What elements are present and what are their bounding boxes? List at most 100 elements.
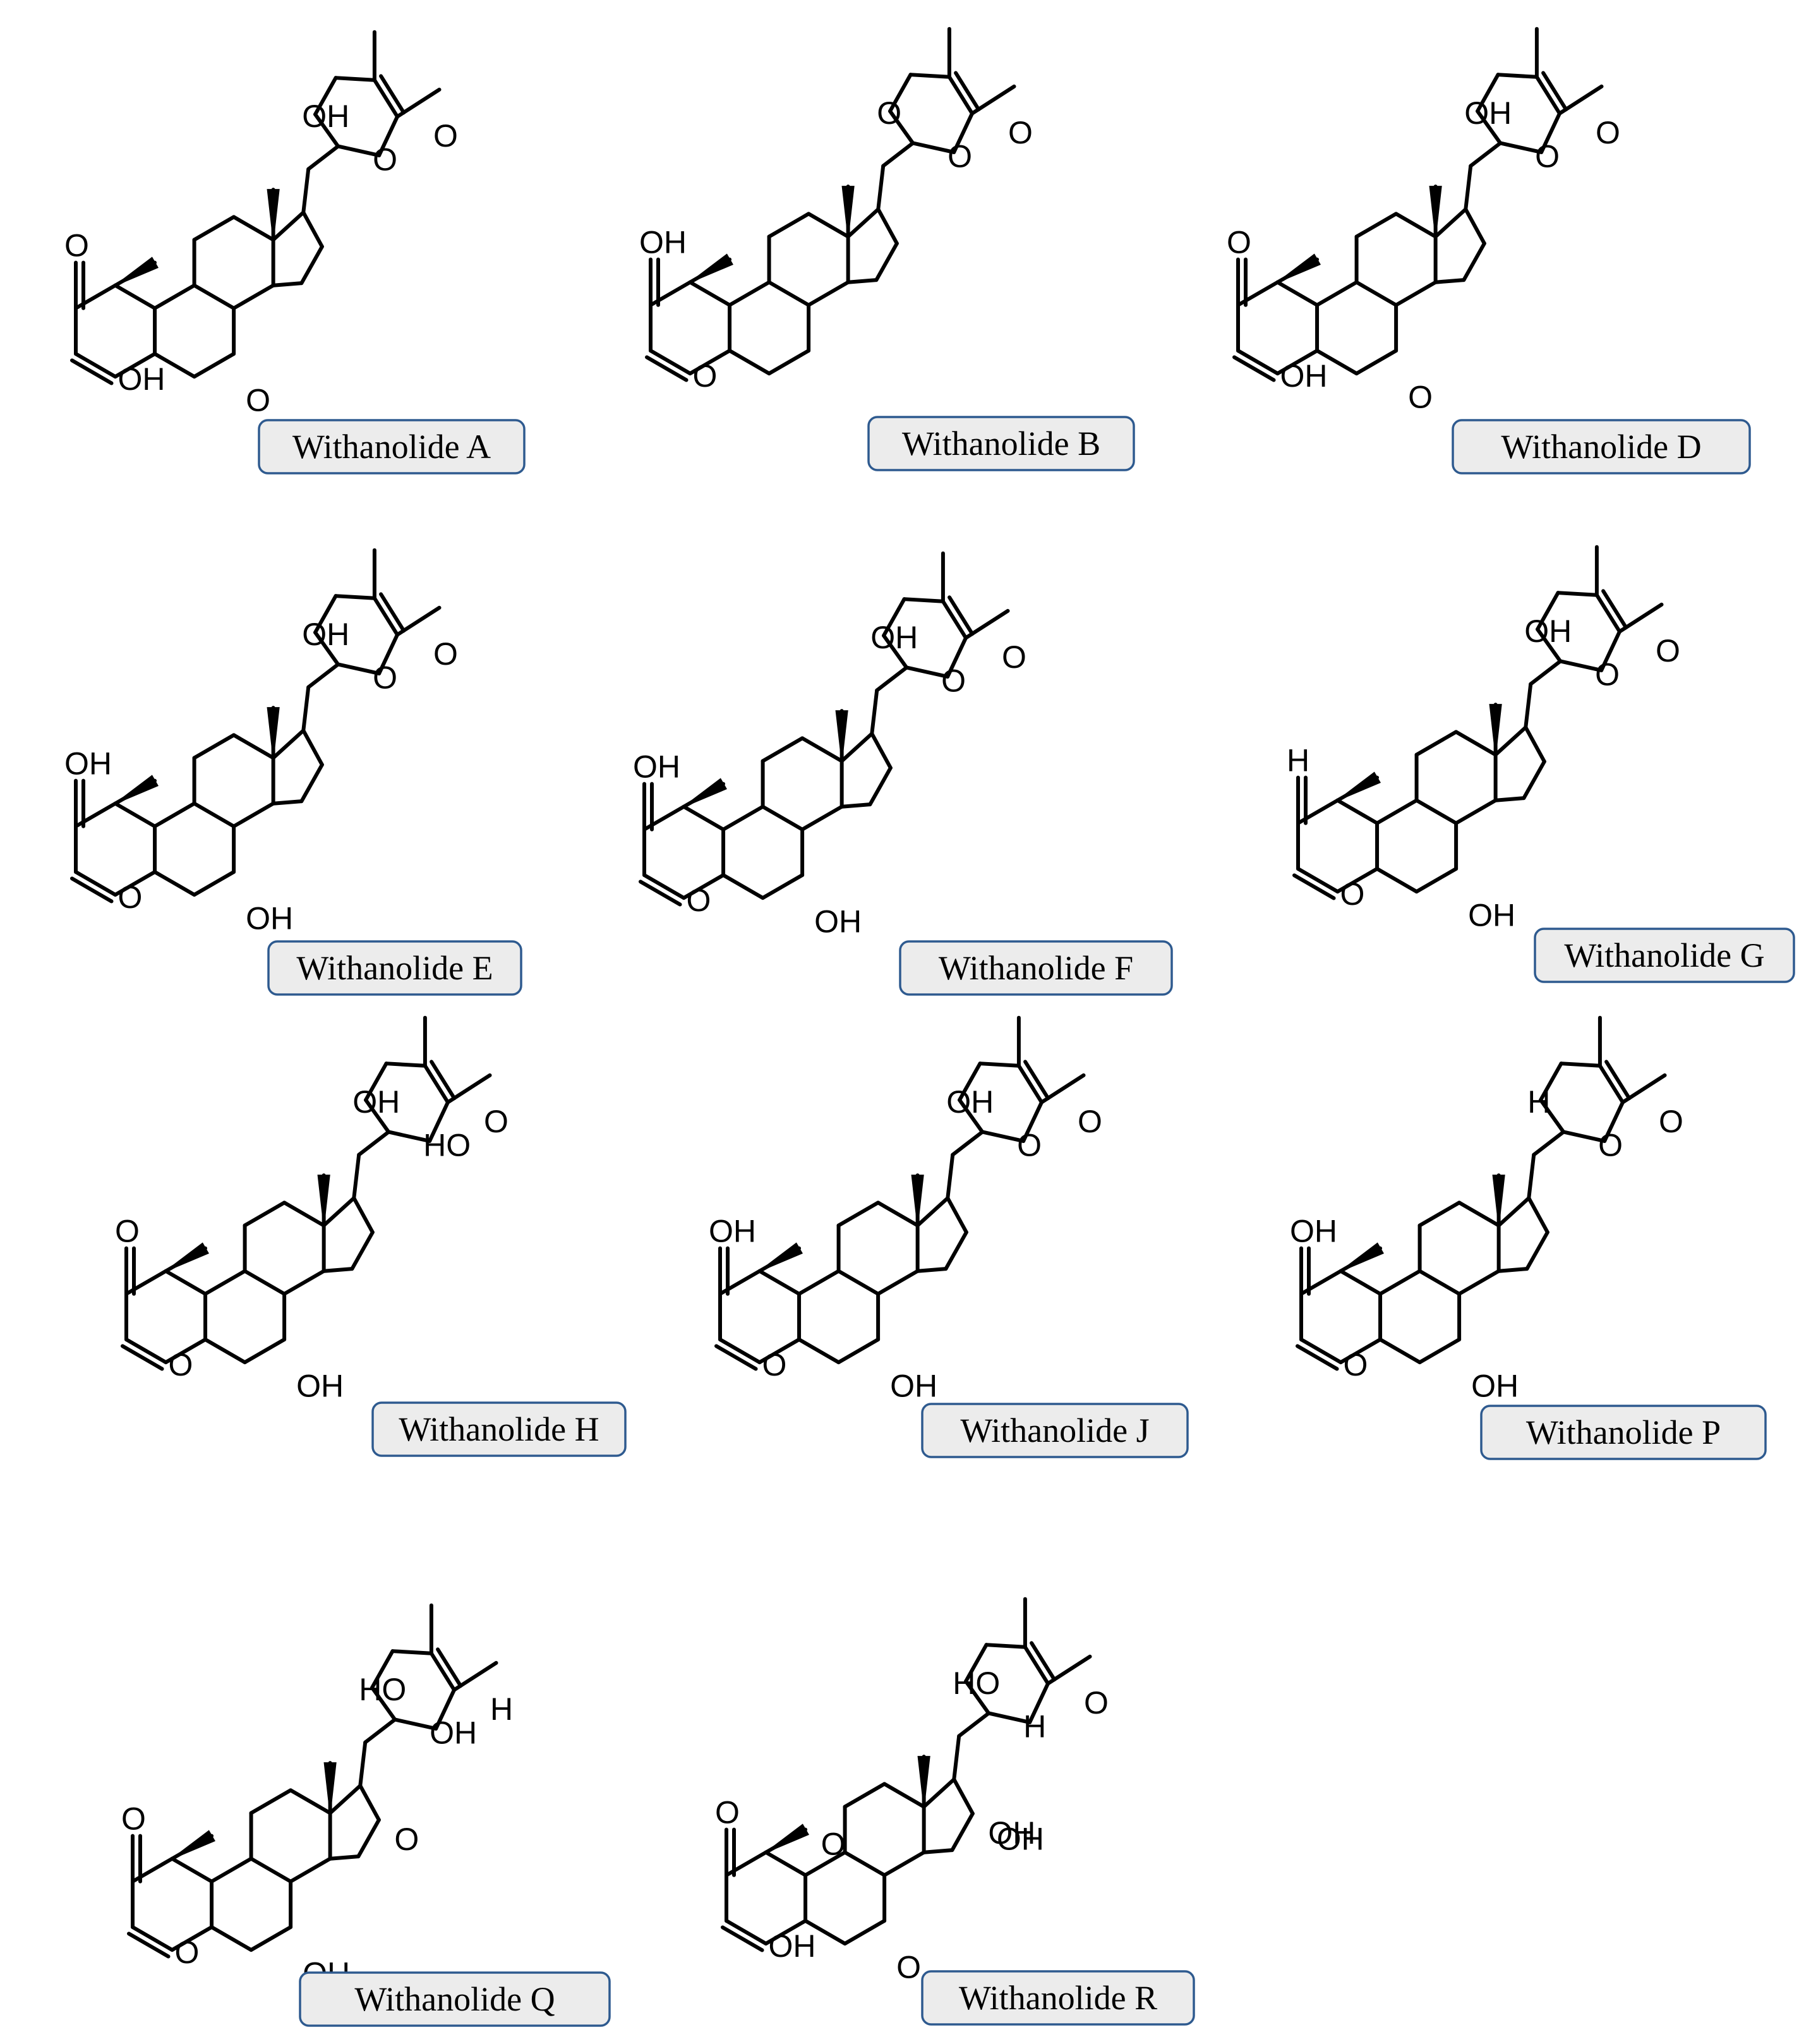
compound-label: Withanolide G xyxy=(1564,936,1764,974)
atom-label: O xyxy=(1596,115,1620,150)
atom-label: O xyxy=(762,1347,787,1382)
molecule-bonds xyxy=(69,30,442,385)
atom-label: OH xyxy=(1290,1214,1337,1249)
atom-label: OH xyxy=(890,1368,937,1403)
compound-structure: HOOHHOOOHOWithanolide Q xyxy=(121,1603,611,2027)
atom-label: O xyxy=(175,1935,200,1970)
compound-label-box xyxy=(299,1971,611,2027)
atom-label: O xyxy=(64,228,89,263)
compound-label-box xyxy=(258,419,526,475)
atom-label: O xyxy=(115,1214,140,1249)
atom-label: OH xyxy=(633,749,680,785)
wedge-bond xyxy=(759,1242,803,1272)
atom-label: OH xyxy=(64,746,112,782)
atom-label: O xyxy=(1656,633,1680,668)
atom-label: OH xyxy=(302,99,349,134)
wedge-bond xyxy=(917,1756,930,1807)
atom-label: O xyxy=(1598,1128,1623,1163)
atom-label: OH xyxy=(946,1084,994,1120)
atom-label: O xyxy=(1084,1685,1109,1720)
atom-label: O xyxy=(373,142,397,178)
wedge-bond xyxy=(267,189,280,240)
atom-label: O xyxy=(1344,1347,1368,1382)
atom-label: O xyxy=(715,1795,740,1830)
compound-label-box xyxy=(921,1970,1195,2026)
wedge-bond xyxy=(114,775,159,804)
compound-label: Withanolide E xyxy=(296,949,493,987)
compound-label: Withanolide A xyxy=(292,428,491,466)
atom-label: O xyxy=(433,636,458,672)
wedge-bond xyxy=(1492,1175,1505,1226)
compound-label: Withanolide P xyxy=(1526,1413,1721,1451)
molecule-bonds xyxy=(1295,1015,1667,1371)
compound-label-box xyxy=(1480,1405,1767,1460)
compound-label-box xyxy=(371,1401,627,1457)
wedge-bond xyxy=(114,257,159,286)
atom-label: O xyxy=(693,358,718,394)
atom-label: OH xyxy=(709,1214,756,1249)
atom-label: O xyxy=(948,139,972,174)
compound-label: Withanolide H xyxy=(399,1410,599,1448)
atom-label: OH xyxy=(997,1821,1044,1856)
compound-label-box xyxy=(267,940,522,996)
atom-label: OH xyxy=(639,225,687,260)
atom-label: O xyxy=(394,1822,419,1857)
atom-label: OH xyxy=(988,1815,1035,1851)
compound-label: Withanolide F xyxy=(939,949,1133,987)
atom-label: OH xyxy=(1464,95,1512,131)
molecule-bonds xyxy=(1292,545,1664,900)
atom-label: OH xyxy=(302,617,349,652)
atom-label: HO xyxy=(423,1128,471,1163)
compound-label-box xyxy=(921,1403,1189,1458)
wedge-bond xyxy=(911,1175,924,1226)
wedge-bond xyxy=(267,707,280,758)
atom-label: OH xyxy=(352,1084,400,1120)
atom-label: O xyxy=(1340,876,1365,912)
compound-label: Withanolide Q xyxy=(354,1980,555,2018)
atom-label: O xyxy=(1227,225,1251,260)
atom-label: HO xyxy=(953,1666,1000,1701)
atom-label: O xyxy=(1078,1104,1102,1139)
compound-label-box xyxy=(867,416,1135,471)
atom-label: OH xyxy=(246,900,293,936)
atom-label: O xyxy=(118,880,143,915)
atom-label: O xyxy=(941,663,966,699)
wedge-bond xyxy=(683,778,727,807)
atom-label: OH xyxy=(1524,614,1572,649)
atom-label: H xyxy=(1023,1709,1046,1745)
wedge-bond xyxy=(317,1175,330,1226)
wedge-bond xyxy=(841,186,855,237)
compound-label: Withanolide B xyxy=(902,425,1100,463)
atom-label: OH xyxy=(118,361,165,397)
atom-label: OH xyxy=(296,1368,344,1403)
atom-label: O xyxy=(1595,657,1620,692)
atom-label: O xyxy=(1008,115,1033,150)
atom-label: O xyxy=(484,1104,508,1139)
atom-label: O xyxy=(821,1827,846,1862)
atom-label: O xyxy=(121,1801,146,1837)
atom-label: H xyxy=(1287,743,1309,778)
wedge-bond xyxy=(323,1762,337,1813)
wedge-bond xyxy=(165,1242,209,1272)
atom-label: O xyxy=(896,1949,921,1985)
molecule-bonds xyxy=(120,1015,492,1371)
atom-label: O xyxy=(1002,639,1026,675)
wedge-bond xyxy=(171,1830,215,1860)
atom-label: HO xyxy=(359,1672,406,1707)
atom-label: OH xyxy=(1468,897,1515,933)
atom-label: O xyxy=(687,883,711,918)
compound-label: Withanolide D xyxy=(1501,428,1701,466)
molecule-bonds xyxy=(1232,27,1604,382)
atom-label: O xyxy=(1408,379,1433,414)
compound-label-box xyxy=(1534,928,1795,983)
atom-label: OH xyxy=(1280,358,1328,394)
compound-label: Withanolide R xyxy=(959,1979,1157,2017)
